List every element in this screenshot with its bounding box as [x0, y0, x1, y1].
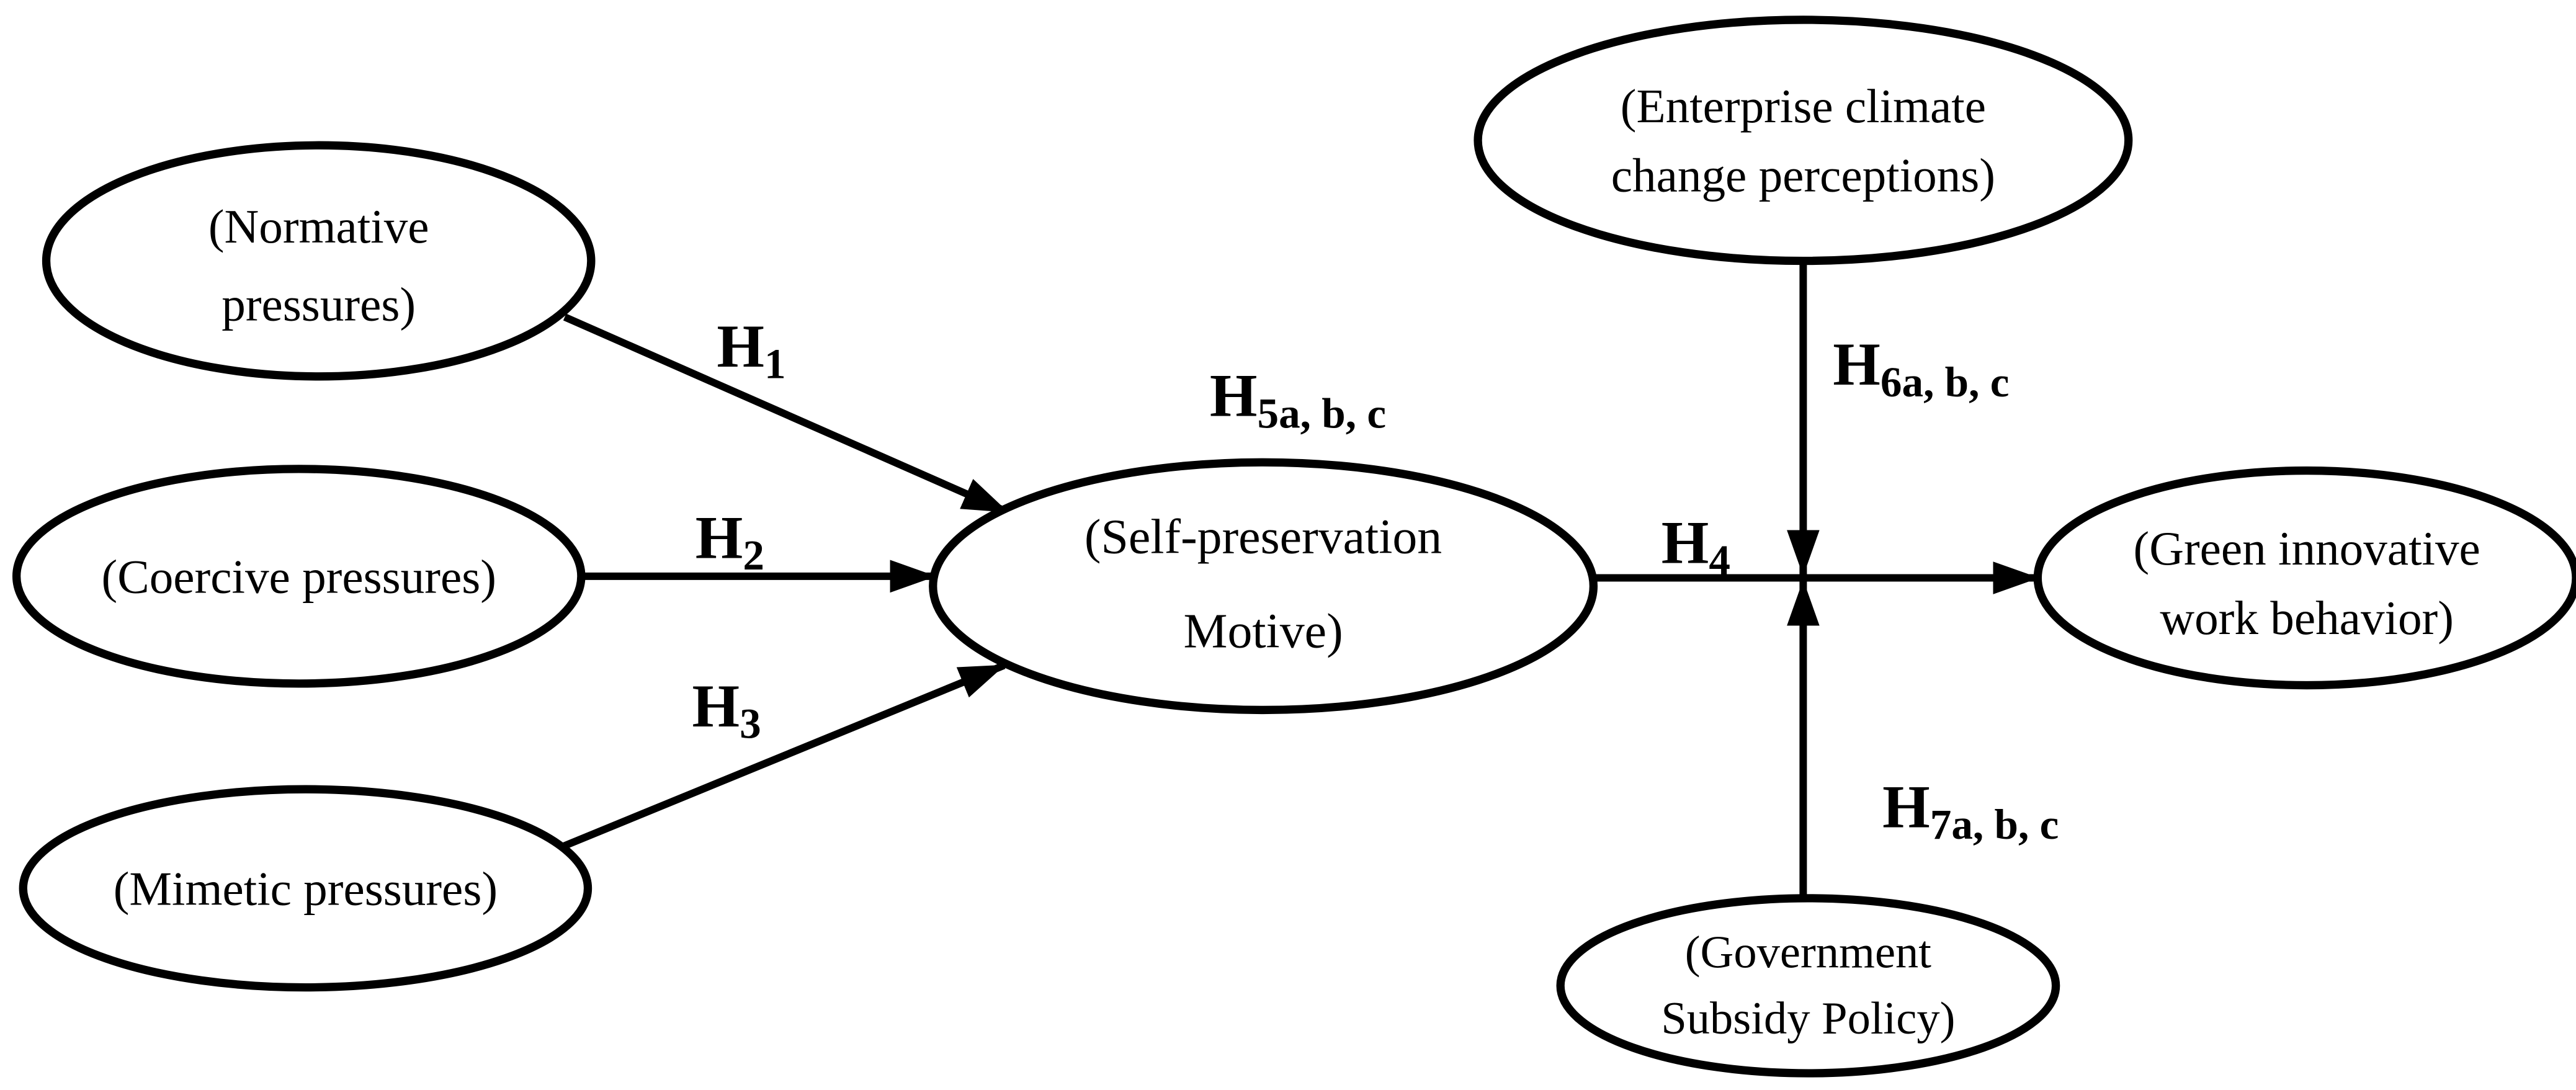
ellipse-green-innovative: [2033, 466, 2576, 690]
label-h7: H7a, b, c: [1882, 773, 2059, 848]
label-h3: H3: [692, 672, 761, 748]
label-h2: H2: [695, 504, 764, 579]
arrow-h1-normative-to-self: [563, 313, 1009, 516]
ellipse-mimetic-pressures: [19, 785, 593, 992]
node-mimetic-pressures: (Mimetic pressures): [19, 785, 593, 992]
ellipse-enterprise-climate: [1474, 16, 2133, 266]
ellipse-normative-pressures: [42, 141, 596, 381]
hypothesis-labels: H1 H2 H3 H4 H5a, b, c H6a, b, c H7a, b, …: [692, 313, 2059, 848]
label-h1: H1: [717, 313, 785, 388]
label-h5: H5a, b, c: [1210, 362, 1386, 437]
ellipse-self-preservation-motive: [929, 458, 1598, 715]
ellipse-government-subsidy: [1556, 894, 2060, 1078]
node-coercive-pressures: (Coercive pressures): [12, 465, 586, 688]
ellipse-coercive-pressures: [12, 465, 586, 688]
arrow-h3-mimetic-to-self: [560, 662, 1006, 851]
label-h4: H4: [1661, 509, 1730, 584]
node-label-coercive: (Coercive pressures): [102, 550, 496, 603]
edges: [560, 261, 2039, 898]
node-label-mimetic: (Mimetic pressures): [114, 862, 498, 916]
label-h6: H6a, b, c: [1833, 331, 2009, 406]
